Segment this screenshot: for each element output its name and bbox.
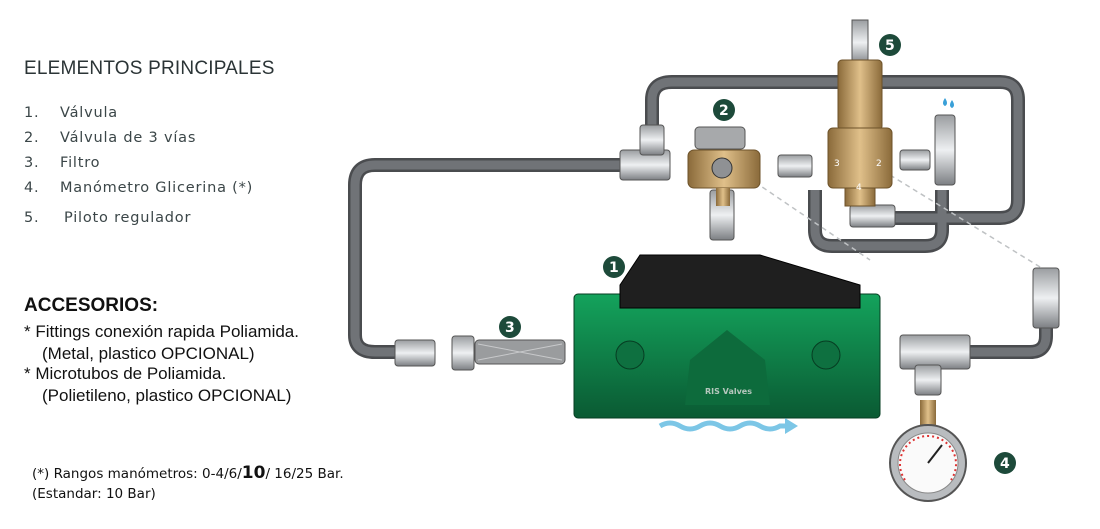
item-number: 5.: [24, 210, 40, 226]
number-badges: 1 2 3 4 5: [499, 34, 1016, 474]
list-item: 3. Filtro: [24, 155, 100, 171]
flow-arrow: [658, 420, 785, 432]
item-label: Filtro: [60, 155, 101, 171]
item-label: Manómetro Glicerina (*): [60, 180, 254, 196]
pressure-gauge: [889, 400, 967, 502]
accessory-line: * Fittings conexión rapida Poliamida.: [24, 322, 299, 341]
item-number: 4.: [24, 180, 40, 196]
port-label: 4: [856, 183, 862, 193]
port-label: 3: [834, 159, 840, 169]
item-number: 3.: [24, 155, 40, 171]
list-item: 5. Piloto regulador: [24, 210, 191, 226]
badge-label: 3: [505, 320, 515, 336]
three-way-valve: [687, 126, 761, 206]
accessory-line: (Polietileno, plastico OPCIONAL): [42, 386, 292, 405]
section-title-main-elements: ELEMENTOS PRINCIPALES: [24, 58, 275, 79]
badge-3: [499, 316, 521, 338]
port-label: 2: [876, 159, 882, 169]
badge-label: 1: [609, 260, 619, 276]
standard-note: (Estandar: 10 Bar): [32, 486, 156, 502]
brand-logo: RIS Valves: [705, 387, 752, 396]
badge-1: [603, 256, 625, 278]
list-item: 1. Válvula: [24, 105, 118, 121]
badge-5: [879, 34, 901, 56]
water-drop-icon: [943, 98, 954, 108]
note-text: (*) Rangos manómetros: 0-4/6/: [32, 466, 242, 482]
item-label: Piloto regulador: [64, 210, 192, 226]
gauge-range-note: (*) Rangos manómetros: 0-4/6/10/ 16/25 B…: [32, 463, 344, 483]
badge-label: 2: [719, 103, 729, 119]
item-number: 1.: [24, 105, 40, 121]
list-item: 4. Manómetro Glicerina (*): [24, 180, 253, 196]
main-valve: RIS Valves: [573, 254, 881, 419]
note-bold-value: 10: [241, 463, 266, 483]
badge-2: [713, 99, 735, 121]
item-label: Válvula: [60, 105, 118, 121]
item-label: Válvula de 3 vías: [60, 130, 197, 146]
fittings: [394, 114, 1060, 396]
pilot-regulator: 3 2 4: [827, 19, 893, 207]
badge-label: 5: [885, 38, 895, 54]
accessory-line: (Metal, plastico OPCIONAL): [42, 344, 255, 363]
note-text: / 16/25 Bar.: [265, 466, 344, 482]
badge-label: 4: [1000, 456, 1010, 472]
item-number: 2.: [24, 130, 40, 146]
badge-4: [994, 452, 1016, 474]
list-item: 2. Válvula de 3 vías: [24, 130, 196, 146]
section-title-accessories: ACCESORIOS:: [24, 295, 159, 316]
accessory-line: * Microtubos de Poliamida.: [24, 364, 227, 383]
